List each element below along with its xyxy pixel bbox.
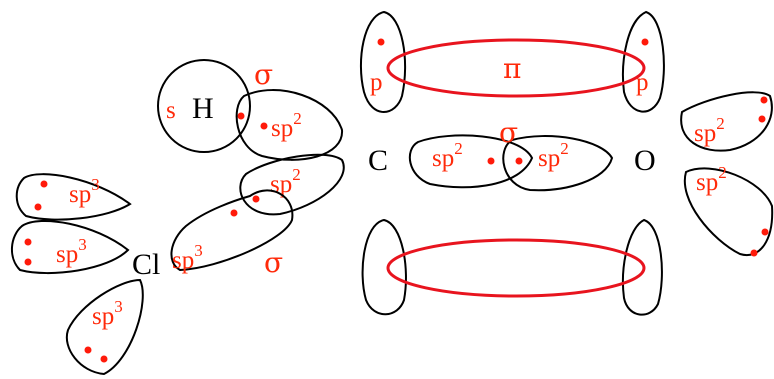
electron-dot xyxy=(761,228,769,236)
electron-dot xyxy=(252,195,260,203)
pi-bond-upper xyxy=(386,38,646,98)
cl-sp3-lobe-middle xyxy=(11,219,130,275)
electron-dot xyxy=(40,180,48,188)
electron-dot xyxy=(34,203,42,211)
atom-cl: Cl xyxy=(132,248,160,281)
c-sp2-label-to-cl: sp2 xyxy=(270,165,301,198)
c-sp2-label-to-o: sp2 xyxy=(432,139,463,172)
c-sp2-lobe-to-h xyxy=(235,89,344,161)
pi-bond-label: π xyxy=(503,52,521,85)
electron-dot xyxy=(487,157,495,165)
c-p-orbital-upper xyxy=(360,10,407,113)
electron-dot xyxy=(100,355,108,363)
o-sp2-lone-pair-lower xyxy=(683,167,774,257)
o-sp2-lobe-to-c xyxy=(502,135,614,192)
sigma-c-h: σ xyxy=(254,58,273,91)
cl-sp3-lobe-top xyxy=(15,173,132,221)
electron-dot xyxy=(84,346,92,354)
electron-dot xyxy=(230,209,238,217)
c-sp2-lobe-to-o xyxy=(409,134,534,189)
electron-dot xyxy=(758,115,766,123)
atom-h: H xyxy=(192,92,214,125)
o-sp2-label-lower: sp2 xyxy=(696,163,727,196)
pi-bond-lower xyxy=(386,238,646,298)
c-p-label: p xyxy=(370,69,383,96)
h-s-orbital xyxy=(157,59,251,153)
cl-sp3-label-to-c: sp3 xyxy=(172,241,203,274)
atom-c: C xyxy=(368,144,388,177)
o-p-label: p xyxy=(636,69,649,96)
cl-sp3-lobe-bottom xyxy=(65,278,144,376)
o-p-orbital-lower xyxy=(622,218,663,316)
electron-dot xyxy=(515,157,523,165)
cl-sp3-label-bottom: sp3 xyxy=(92,297,123,330)
atom-o: O xyxy=(634,144,656,177)
electron-dot xyxy=(750,249,758,257)
cl-sp3-label-top: sp3 xyxy=(69,175,100,208)
electron-dot xyxy=(24,258,32,266)
cl-sp3-lobe-to-c xyxy=(170,189,294,272)
electron-dot xyxy=(237,112,245,120)
o-sp2-label-upper: sp2 xyxy=(694,114,725,147)
electron-dot xyxy=(260,122,268,130)
sigma-c-cl: σ xyxy=(264,246,283,279)
c-sp2-lobe-to-cl xyxy=(239,153,345,216)
electron-dot xyxy=(24,238,32,246)
o-sp2-lone-pair-upper xyxy=(680,91,773,152)
o-sp2-label-to-c: sp2 xyxy=(538,139,569,172)
h-s-label: s xyxy=(166,97,176,124)
cl-sp3-label-middle: sp3 xyxy=(56,235,87,268)
electron-dot xyxy=(760,96,768,104)
electron-dot xyxy=(377,38,385,46)
c-sp2-label-to-h: sp2 xyxy=(271,109,302,142)
o-p-orbital-upper xyxy=(622,10,665,113)
sigma-c-o: σ xyxy=(499,116,518,149)
electron-dot xyxy=(641,38,649,46)
c-p-orbital-lower xyxy=(361,218,407,316)
